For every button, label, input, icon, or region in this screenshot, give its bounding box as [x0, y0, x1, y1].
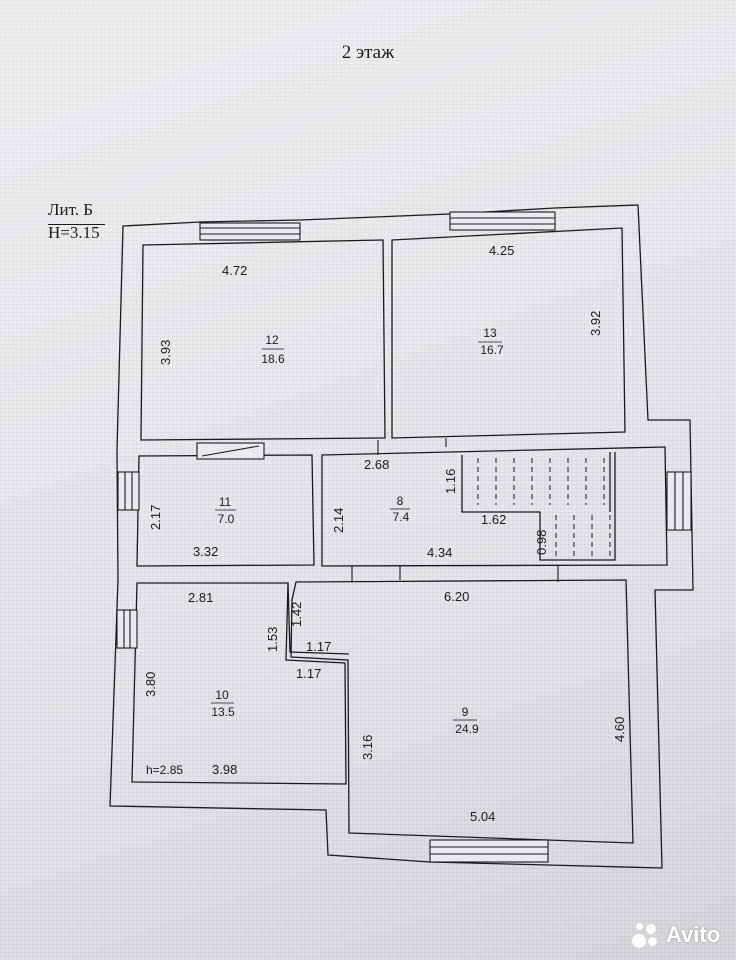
partition-10-9 [287, 582, 350, 655]
room-8-area: 7.4 [393, 510, 410, 524]
room-8-dim-stair-small: 0.98 [534, 530, 549, 555]
room-10-area: 13.5 [211, 705, 235, 719]
room-11-area: 7.0 [218, 512, 235, 526]
room-13-number: 13 [483, 326, 497, 340]
building-label-rule [48, 224, 105, 225]
window-top-12 [199, 222, 301, 241]
room-10-dim-partition: 1.53 [265, 627, 280, 652]
room-9-outline [290, 579, 634, 844]
building-name: Лит. Б [48, 200, 94, 219]
room-9-dim-left: 3.16 [360, 735, 375, 760]
room-13-width: 4.25 [489, 243, 514, 258]
room-10-ceiling-note: h=2.85 [146, 763, 183, 777]
room-8-dim-bottom: 4.34 [427, 545, 452, 560]
room-11-height: 2.17 [148, 505, 163, 530]
room-12-height: 3.93 [158, 340, 173, 365]
room-10-dim-step-top: 1.17 [306, 639, 331, 654]
room-8-dim-left: 2.14 [331, 508, 346, 533]
window-right-stair [666, 471, 692, 531]
room-8-outline [321, 446, 668, 567]
room-11-number: 11 [219, 495, 232, 509]
room-9-area: 24.9 [455, 722, 479, 736]
room-10-dim-left: 3.80 [143, 672, 158, 697]
building-height: Н=3.15 [48, 223, 100, 242]
room-9-dim-top: 6.20 [444, 589, 469, 604]
room-11-width: 3.32 [193, 544, 218, 559]
room-10-dim-top: 2.81 [188, 590, 213, 605]
ventilation-shaft [196, 442, 265, 460]
room-9-dim-right: 4.60 [612, 717, 627, 742]
room-9-number: 9 [462, 705, 469, 719]
room-12-area: 18.6 [261, 352, 285, 366]
room-12-width: 4.72 [222, 263, 247, 278]
room-10-number: 10 [215, 688, 229, 702]
room-13-height: 3.92 [588, 311, 603, 336]
stair-treads [477, 458, 611, 558]
window-left-11 [117, 471, 140, 511]
avito-watermark: Avito [630, 918, 720, 952]
outer-wall [109, 204, 694, 869]
window-left-10 [116, 609, 138, 649]
room-13-area: 16.7 [480, 343, 504, 357]
room-12-outline [140, 239, 386, 441]
room-9-dim-partition: 1.42 [289, 602, 304, 627]
room-9-dim-bottom: 5.04 [470, 809, 495, 824]
door-markers [351, 438, 559, 582]
room-8-dim-stair-width: 1.62 [481, 512, 506, 527]
room-12-number: 12 [265, 333, 279, 347]
avito-logo-icon [630, 920, 660, 950]
room-8-number: 8 [397, 494, 404, 508]
stair-outline [461, 452, 616, 561]
room-10-outline [131, 582, 347, 785]
room-10-dim-bottom: 3.98 [212, 762, 237, 777]
room-13-outline [391, 227, 626, 439]
building-label: Лит. Б Н=3.15 [48, 198, 100, 244]
room-8-dim-top: 2.68 [364, 457, 389, 472]
avito-logo-text: Avito [666, 922, 721, 947]
room-10-dim-step-bottom: 1.17 [296, 666, 321, 681]
window-top-13 [449, 211, 556, 231]
room-8-dim-stair-height: 1.16 [443, 469, 458, 494]
room-11-outline [136, 454, 315, 567]
floor-title: 2 этаж [341, 42, 395, 63]
window-bottom-9 [429, 839, 549, 863]
